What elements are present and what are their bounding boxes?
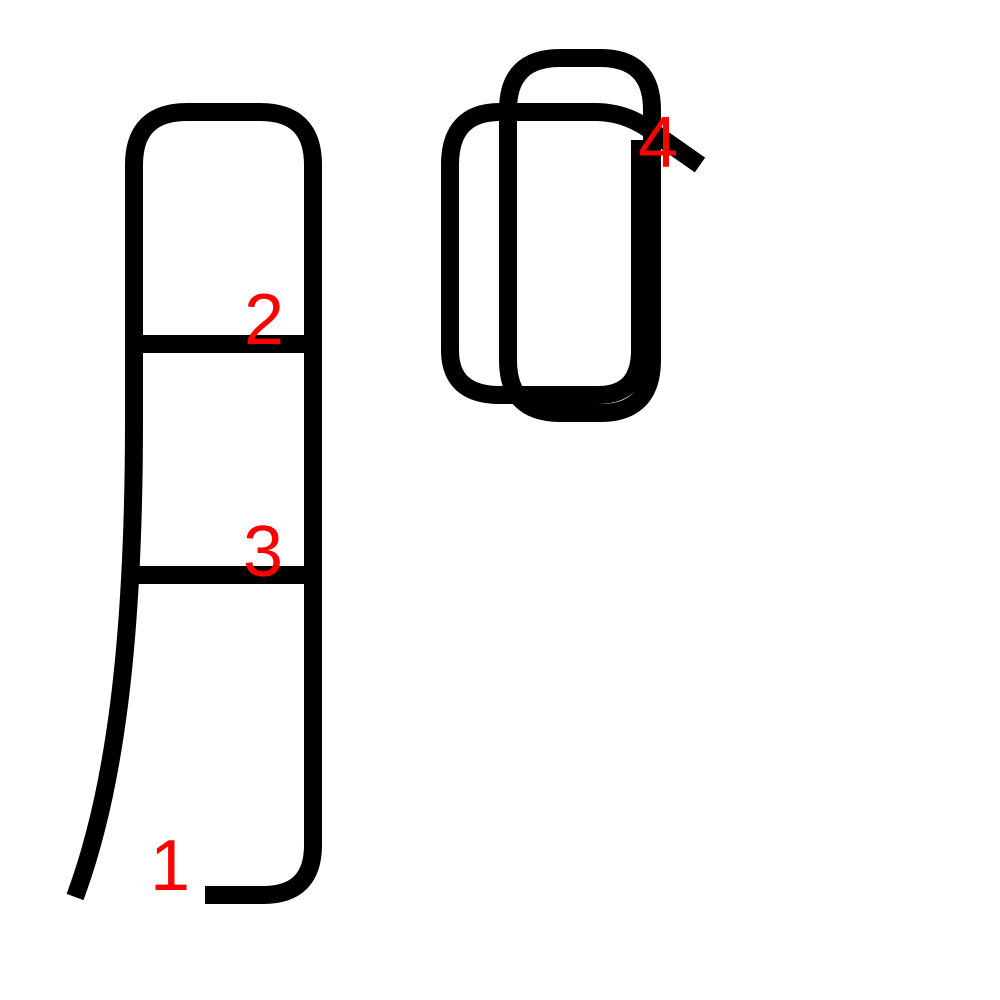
stroke-number-3: 3	[243, 512, 283, 592]
stroke-number-2: 2	[244, 280, 284, 360]
stroke-1	[66, 103, 322, 904]
stroke-number-1: 1	[150, 826, 190, 906]
stroke-number-4: 4	[638, 103, 678, 183]
stroke-4-front-loop	[499, 49, 661, 422]
stroke-4-rear-loop	[441, 103, 706, 404]
